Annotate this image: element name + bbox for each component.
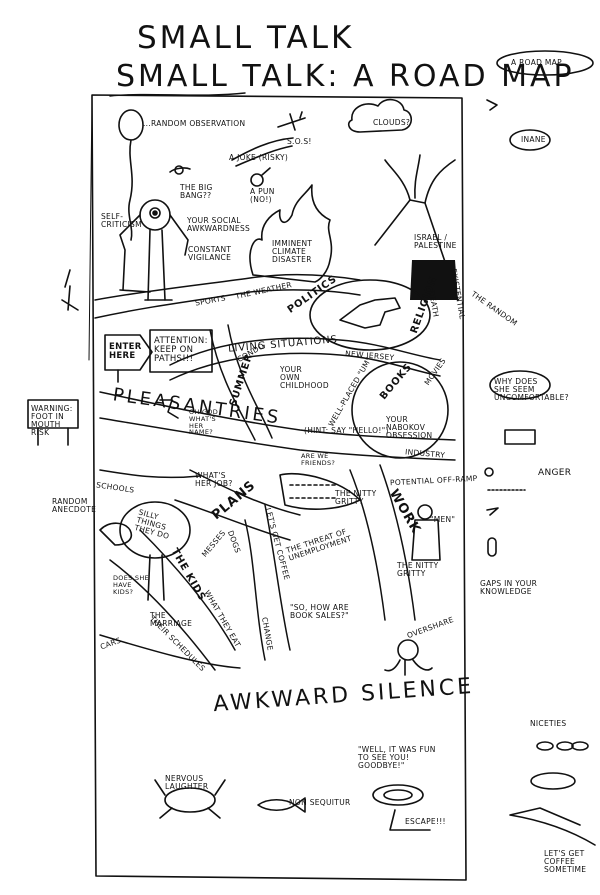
book-sales-label: "SO, HOW ARE BOOK SALES?" [290, 603, 349, 620]
warning-note: WARNING: FOOT IN MOUTH RISK [31, 404, 73, 437]
pun-label: A PUN (NO!) [250, 187, 275, 204]
imminent-disaster-label: IMMINENT CLIMATE DISASTER [272, 239, 313, 264]
legend-why-does-she: WHY DOES SHE SEEM UNCOMFORTABLE? [494, 377, 569, 402]
random-observation: ...RANDOM OBSERVATION [143, 119, 246, 128]
comet-icon [231, 137, 294, 167]
legend-why-bubble [489, 370, 551, 400]
legend-header-oval [496, 50, 594, 76]
legend-anger-dot [484, 467, 494, 477]
does-she-have-kids-label: DOES SHE HAVE KIDS? [113, 574, 149, 596]
crab-icon [154, 779, 226, 819]
pleasantries-flag [159, 399, 179, 419]
fish-icon [257, 797, 306, 813]
attention-sign [149, 329, 213, 373]
self-criticism-label: SELF-CRITICISM [101, 212, 142, 229]
legend-inane: INANE [521, 135, 546, 144]
nitty-gritty-label-2: THE NITTY GRITTY [397, 561, 439, 578]
balloon-icon [118, 109, 144, 241]
lifebuoy-icon [372, 784, 424, 806]
warning-sign [27, 399, 79, 429]
nitty-gritty-label: THE NITTY GRITTY [335, 489, 377, 506]
planet-icon [169, 165, 191, 175]
oh-god-label: OH GOD WHAT'S HER NAME? [189, 408, 219, 437]
legend-arrow-2 [486, 507, 499, 516]
own-childhood-label: YOUR OWN CHILDHOOD [280, 365, 329, 390]
map-frame [91, 94, 467, 881]
sos-label: S.O.S! [287, 137, 312, 146]
whats-her-job-label: WHAT'S HER JOB? [195, 471, 233, 488]
joke-label: A JOKE (RISKY) [229, 153, 289, 162]
cloud-icon [347, 98, 413, 133]
escape-arrow [389, 809, 431, 831]
legend-header: A ROAD MAP [511, 58, 562, 67]
enter-here-label: ENTER HERE [109, 342, 142, 361]
tree-icon [119, 501, 191, 601]
ducks-icon [536, 741, 589, 751]
are-we-friends-label: ARE WE FRIENDS? [301, 452, 336, 467]
the-marriage-label: THE MARRIAGE [150, 611, 193, 628]
men-label: "MEN" [430, 515, 456, 524]
random-anecdote-note: RANDOM ANECDOTE [52, 497, 97, 514]
well-fun-label: "WELL, IT WAS FUN TO SEE YOU! GOODBYE!" [358, 745, 436, 770]
alligator-icon [509, 807, 596, 846]
road-network [94, 273, 456, 671]
clouds-label: CLOUDS? [373, 118, 411, 127]
octopus-icon [384, 639, 433, 676]
escape-label: ESCAPE!!! [405, 817, 446, 826]
non-sequitur-label: NON SEQUITUR [289, 798, 351, 807]
title-line-2: SMALL TALK: A ROAD MAP [116, 59, 575, 94]
bomb-icon [250, 173, 264, 187]
eyeball-creature-icon [119, 199, 189, 301]
legend-gaps: GAPS IN YOUR KNOWLEDGE [480, 579, 538, 596]
attention-label: ATTENTION: KEEP ON PATHS!!! [154, 336, 208, 364]
legend-arrow-icon [486, 99, 498, 111]
nabokov-label: YOUR NABOKOV OBSESSION [386, 415, 433, 440]
fire-icon [249, 184, 333, 283]
legend-inane-oval [509, 129, 551, 151]
hint-label: (HINT: SAY "HELLO!") [304, 426, 389, 435]
enter-here-sign [104, 334, 153, 383]
flag-figure-icon [61, 269, 79, 311]
nervous-laughter-label: NERVOUS LAUGHTER [165, 774, 209, 791]
legend-niceties: NICETIES [530, 719, 567, 728]
big-bang-label: THE BIG BANG?? [180, 183, 213, 200]
shark-icon [279, 472, 361, 510]
title-line-1: SMALL TALK [137, 20, 355, 56]
israel-palestine-label: ISRAEL / PALESTINE [414, 233, 457, 250]
legend-anger: ANGER [538, 468, 572, 478]
man-figure-icon [411, 504, 441, 561]
constant-vigilance-label: CONSTANT VIGILANCE [188, 245, 232, 262]
rocks-icon [99, 522, 133, 546]
politics-area [309, 279, 431, 351]
social-awkwardness-label: YOUR SOCIAL AWKWARDNESS [187, 216, 251, 233]
legend-lifebuoy [530, 772, 576, 790]
airplane-icon [277, 111, 306, 131]
dinosaur-icon [339, 297, 401, 329]
legend-sign-icon [504, 429, 536, 445]
volcano-icon [374, 154, 459, 301]
books-area [351, 361, 449, 459]
legend-gap-pill [487, 537, 497, 557]
legend-coffee: LET'S GET COFFEE SOMETIME [544, 849, 587, 874]
